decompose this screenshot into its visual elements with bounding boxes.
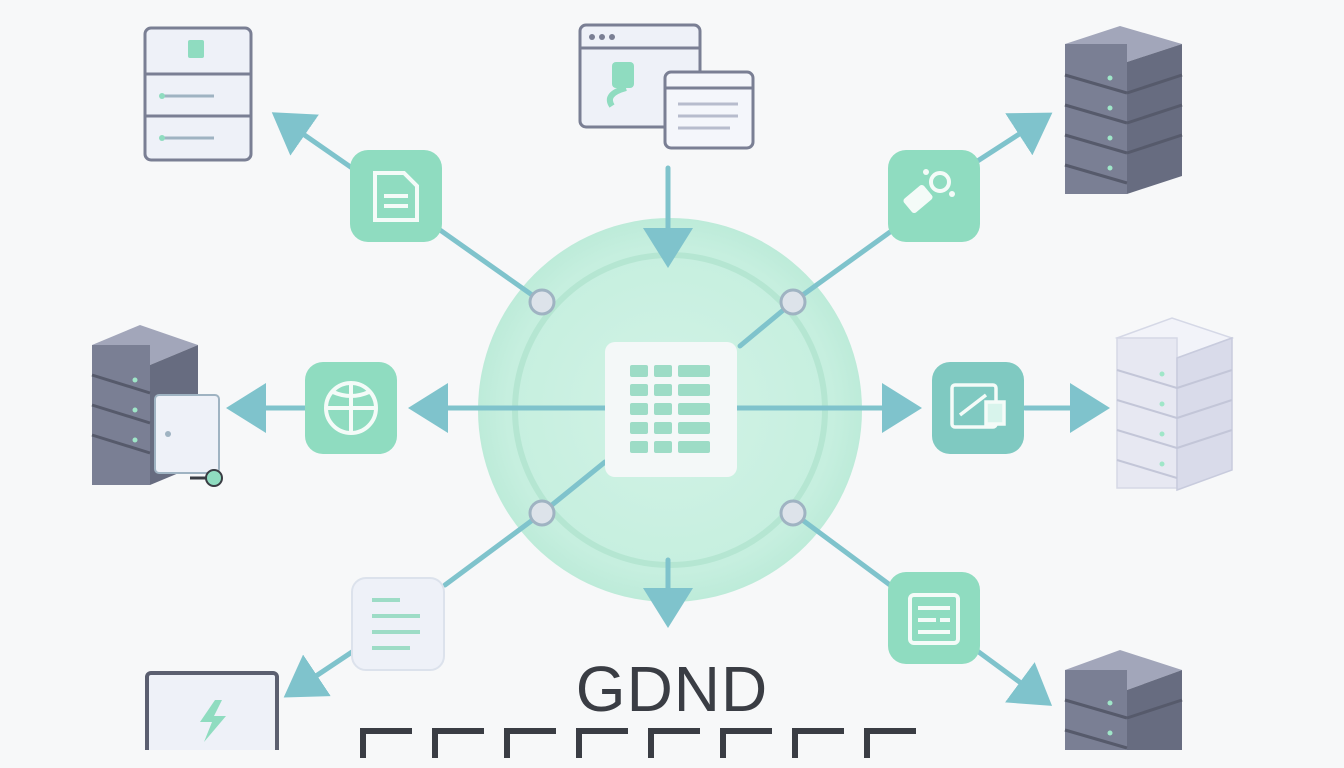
gear-icon: [903, 169, 955, 214]
globe-tile: [305, 362, 397, 454]
table-icon: [630, 365, 710, 453]
junction-bottom-right: [779, 499, 807, 527]
arrow-to-bottom-right-server: [973, 647, 1053, 706]
browser-windows: [578, 23, 755, 150]
hub-table-node: [605, 342, 737, 477]
document-icon: [373, 171, 419, 222]
server-icon: [132, 377, 138, 443]
flow-diagram: [91, 23, 1235, 750]
server-icon: [1107, 75, 1113, 171]
database-icon: [154, 394, 220, 474]
arrow-to-bottom-left-laptop: [283, 649, 355, 698]
server-bottom-right: [1064, 650, 1183, 750]
form-icon: [372, 598, 420, 650]
browser-icon: [606, 62, 634, 108]
form-tile: [351, 577, 445, 671]
diagram-title: GDND: [575, 653, 769, 725]
laptop: [145, 671, 279, 750]
line-to-form: [442, 510, 545, 588]
file-cabinet: [143, 26, 253, 162]
form-tile-right: [888, 572, 980, 664]
document-icon: [188, 40, 204, 58]
lightning-icon: [200, 700, 226, 742]
junction-top-left: [528, 288, 556, 316]
diagram-stage: GDND: [91, 23, 1235, 758]
gear-tile: [888, 150, 980, 242]
junction-top-right: [779, 288, 807, 316]
form-icon: [908, 593, 960, 645]
line-hub-form: [539, 459, 608, 516]
server-icon: [1159, 371, 1165, 467]
key-icon: [190, 469, 223, 487]
server-icon: [1107, 700, 1113, 736]
chart-icon: [950, 383, 1006, 429]
server-top-right: [1064, 26, 1183, 194]
arrow-to-top-left-doc: [271, 112, 355, 171]
junction-bottom-left: [528, 499, 556, 527]
junctions: [528, 288, 807, 527]
server-right-light: [1114, 317, 1235, 492]
subtitle-partial-glyphs: [360, 728, 980, 768]
server-left: [91, 325, 223, 487]
line-to-document: [437, 227, 545, 305]
line-to-gear: [790, 229, 893, 305]
chart-tile: [932, 362, 1024, 454]
globe-icon: [324, 381, 378, 435]
document-tile: [350, 150, 442, 242]
arrow-to-top-right-server: [973, 112, 1053, 165]
line-to-table: [790, 510, 893, 588]
